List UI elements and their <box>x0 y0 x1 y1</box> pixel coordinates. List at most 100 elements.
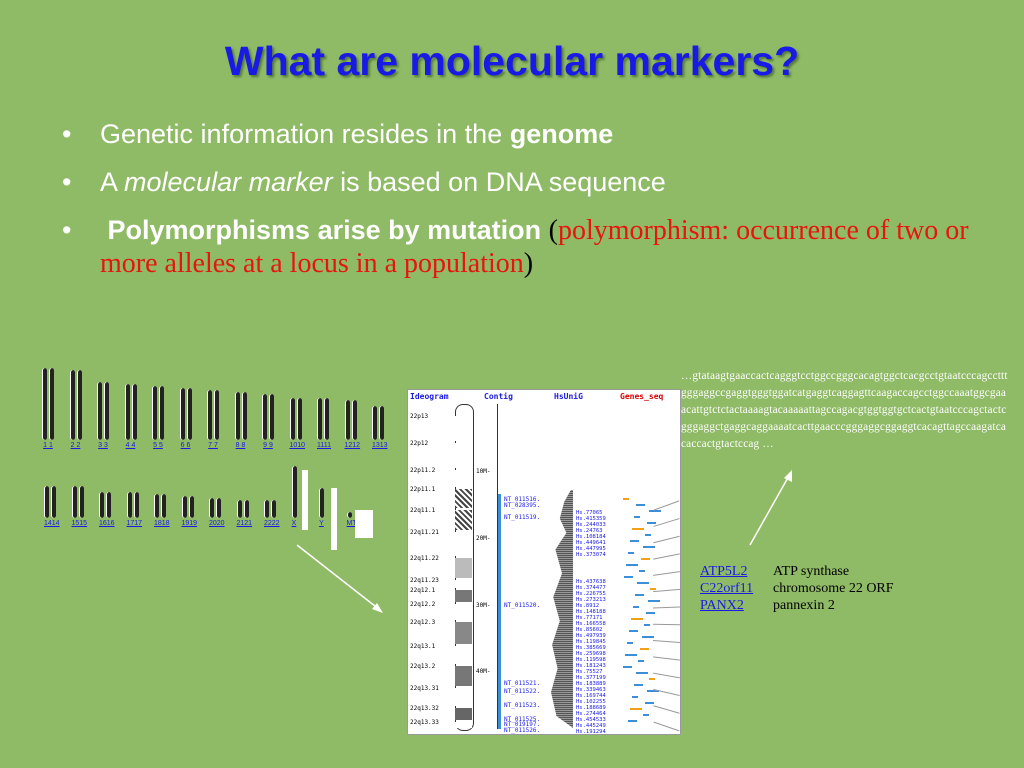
polymorphism-definition: polymorphism: occurrence of two or more … <box>100 215 969 279</box>
connector-line <box>653 571 680 576</box>
chromosome-pair: 2020 <box>209 498 225 527</box>
ideogram-band <box>455 722 472 728</box>
chromosome-pair: 2121 <box>236 500 253 527</box>
hs-label: Hs.166558 <box>576 621 606 627</box>
chromosome-label[interactable]: 3 3 <box>98 442 108 449</box>
chromosome-label[interactable]: 7 7 <box>208 442 218 449</box>
chromosome-label[interactable]: 1717 <box>126 520 143 527</box>
band-label: 22q13.32 <box>410 705 439 712</box>
contig-label: NT_011522. <box>504 688 541 695</box>
hs-label: Hs.85602 <box>576 627 603 633</box>
karyotype-image: 1 1 2 2 3 3 4 4 5 5 6 6 7 7 8 8 9 9 1010 1111 1212 1… <box>40 360 395 550</box>
gene-feature <box>638 660 644 662</box>
gene-link[interactable]: ATP5L2 <box>700 564 748 579</box>
chromosome-label[interactable]: 8 8 <box>235 442 246 449</box>
chromosome-label[interactable]: 2 2 <box>70 442 81 449</box>
hs-label: Hs.169744 <box>576 693 606 699</box>
hs-label: Hs.77171 <box>576 615 603 621</box>
chromosome-label[interactable]: X <box>291 520 297 527</box>
hs-label: Hs.445249 <box>576 723 606 729</box>
scale-label: 20M- <box>476 535 491 542</box>
chromosome-pair: 8 8 <box>234 392 247 449</box>
chromosome-label[interactable]: 1313 <box>372 442 388 449</box>
ideogram-band <box>455 666 472 686</box>
gene-feature <box>644 624 650 626</box>
gene-feature <box>635 594 644 596</box>
chromosome-pair: 4 4 <box>124 384 137 449</box>
chromosome-label[interactable]: 2222 <box>264 520 280 527</box>
contig-label: NT_011523. <box>504 702 541 709</box>
hs-label: Hs.259698 <box>576 651 606 657</box>
arrow-to-browser <box>296 544 381 611</box>
chromosome-label[interactable]: 4 4 <box>125 442 136 449</box>
chromosome-pair: 1818 <box>154 494 170 527</box>
x-chromosome-box <box>302 470 308 530</box>
chromosome-pair: 2222 <box>264 500 280 527</box>
chromosome-pair: 9 9 <box>262 394 274 449</box>
contig-label: NT_011520. <box>504 602 541 609</box>
chromosome-pair: 1212 <box>344 400 361 449</box>
gene-feature <box>650 588 656 590</box>
hs-label: Hs.191294 <box>576 729 606 735</box>
scale-label: 30M- <box>476 602 491 609</box>
chromosome-pair: 1 1 <box>42 368 54 449</box>
mt-box <box>355 510 373 538</box>
ideogram-band <box>455 604 472 620</box>
band-label: 22q12.1 <box>410 587 436 594</box>
hs-label: Hs.374477 <box>576 585 606 591</box>
chromosome-label[interactable]: 2121 <box>236 520 253 527</box>
chromosome-label[interactable]: 1919 <box>181 520 198 527</box>
hs-histogram <box>551 490 573 728</box>
arrowhead-browser <box>372 603 383 613</box>
ideogram-band <box>455 688 472 706</box>
gene-feature <box>623 666 632 668</box>
chromosome-label[interactable]: 5 5 <box>153 442 163 449</box>
chromosome-label[interactable]: 2020 <box>209 520 225 527</box>
hs-label: Hs.181243 <box>576 663 606 669</box>
hs-label: Hs.77065 <box>576 510 603 516</box>
chromosome-label[interactable]: 6 6 <box>180 442 191 449</box>
hs-label: Hs.188689 <box>576 705 606 711</box>
connector-line <box>652 623 680 626</box>
hs-label: Hs.274464 <box>576 711 606 717</box>
chromosome-label[interactable]: 9 9 <box>263 442 273 449</box>
genes-seq-header: Genes_seq <box>620 392 664 401</box>
ideogram-band <box>455 532 472 556</box>
gene-feature <box>623 498 629 500</box>
chromosome-label[interactable]: 1515 <box>71 520 88 527</box>
hs-label: Hs.454533 <box>576 717 606 723</box>
chromosome-label[interactable]: 1616 <box>99 520 115 527</box>
scale-axis <box>497 404 498 729</box>
chromosome-label[interactable]: 1 1 <box>43 442 53 449</box>
gene-feature <box>631 618 643 620</box>
hs-label: Hs.75527 <box>576 669 603 675</box>
bullet-glyph: • <box>62 167 72 197</box>
gene-link[interactable]: PANX2 <box>700 598 744 613</box>
gene-feature <box>648 600 660 602</box>
chromosome-label[interactable]: 1212 <box>344 442 361 449</box>
bullet-polymorphisms: • Polymorphisms arise by mutation (polym… <box>62 215 969 279</box>
chromosome-pair: 1111 <box>317 398 331 449</box>
arrow-to-sequence <box>749 473 791 546</box>
hs-label: Hs.447995 <box>576 546 606 552</box>
band-label: 22p11.1 <box>410 486 436 493</box>
chromosome-pair: 1717 <box>126 492 143 527</box>
chromosome-label[interactable]: MT <box>346 520 357 527</box>
gene-feature <box>630 708 642 710</box>
chromosome-pair: X <box>291 466 297 527</box>
chromosome-label[interactable]: 1414 <box>44 520 60 527</box>
chromosome-label[interactable]: 1818 <box>154 520 170 527</box>
chromosome-label[interactable]: 1111 <box>317 442 332 449</box>
gene-link[interactable]: C22orf11 <box>700 581 754 596</box>
chromosome-label[interactable]: 1010 <box>289 442 306 449</box>
connector-line <box>653 553 680 560</box>
gene-feature <box>633 606 639 608</box>
chromosome-label[interactable]: Y <box>319 520 324 527</box>
hs-label: Hs.119845 <box>576 639 606 645</box>
molecular-marker-term: molecular marker <box>124 167 333 197</box>
band-label: 22q11.23 <box>410 577 439 584</box>
gene-feature <box>643 714 649 716</box>
slide-title: What are molecular markers? <box>224 38 800 84</box>
